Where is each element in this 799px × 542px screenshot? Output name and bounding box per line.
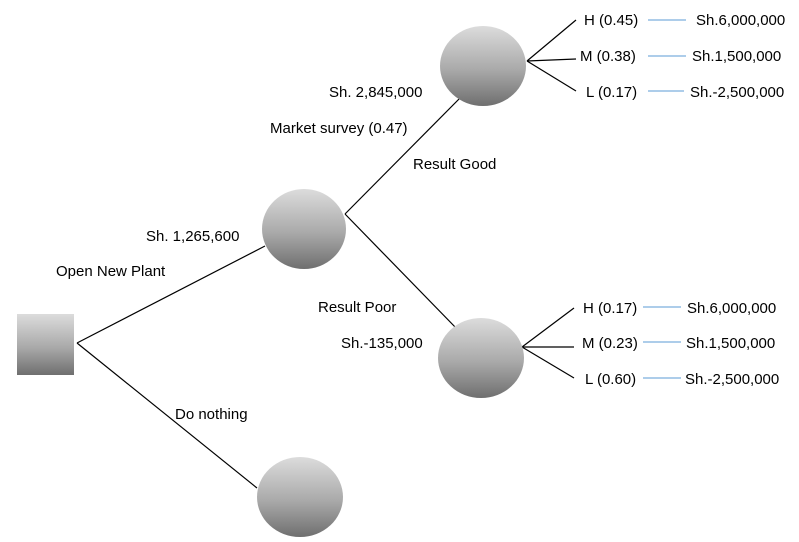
poor-medium-state: M (0.23) (582, 335, 638, 352)
branch-result-poor (344, 213, 459, 331)
label-ev-good: Sh. 2,845,000 (329, 84, 422, 101)
label-open-new-plant: Open New Plant (56, 263, 166, 280)
good-medium-state: M (0.38) (580, 48, 636, 65)
poor-high-payoff: Sh.6,000,000 (687, 300, 776, 317)
good-medium-payoff: Sh.1,500,000 (692, 48, 781, 65)
branch-good-medium (526, 58, 577, 62)
poor-low-payoff: Sh.-2,500,000 (685, 371, 779, 388)
poor-low-state: L (0.60) (585, 371, 636, 388)
branch-poor-high (521, 307, 575, 348)
label-result-poor: Result Poor (318, 299, 396, 316)
branch-good-high (526, 19, 577, 62)
payoff-connectors (643, 19, 686, 379)
poor-high-state: H (0.17) (583, 300, 637, 317)
label-ev-plant: Sh. 1,265,600 (146, 228, 239, 245)
branch-poor-low (521, 346, 575, 379)
branch-do-nothing (76, 342, 258, 489)
chance-node-plant (262, 189, 346, 269)
poor-medium-payoff: Sh.1,500,000 (686, 335, 775, 352)
label-ev-poor: Sh.-135,000 (341, 335, 423, 352)
chance-node-good (440, 26, 526, 106)
label-do-nothing: Do nothing (175, 406, 248, 423)
branch-good-low (526, 60, 577, 92)
good-low-state: L (0.17) (586, 84, 637, 101)
decision-node (17, 314, 74, 375)
chance-node-poor (438, 318, 524, 398)
label-market-survey: Market survey (0.47) (270, 120, 408, 137)
branch-open-new-plant (76, 245, 266, 344)
terminal-node-do-nothing (257, 457, 343, 537)
branch-lines (76, 19, 577, 489)
label-result-good: Result Good (413, 156, 496, 173)
good-high-state: H (0.45) (584, 12, 638, 29)
good-low-payoff: Sh.-2,500,000 (690, 84, 784, 101)
branch-result-good (344, 95, 463, 215)
good-high-payoff: Sh.6,000,000 (696, 12, 785, 29)
